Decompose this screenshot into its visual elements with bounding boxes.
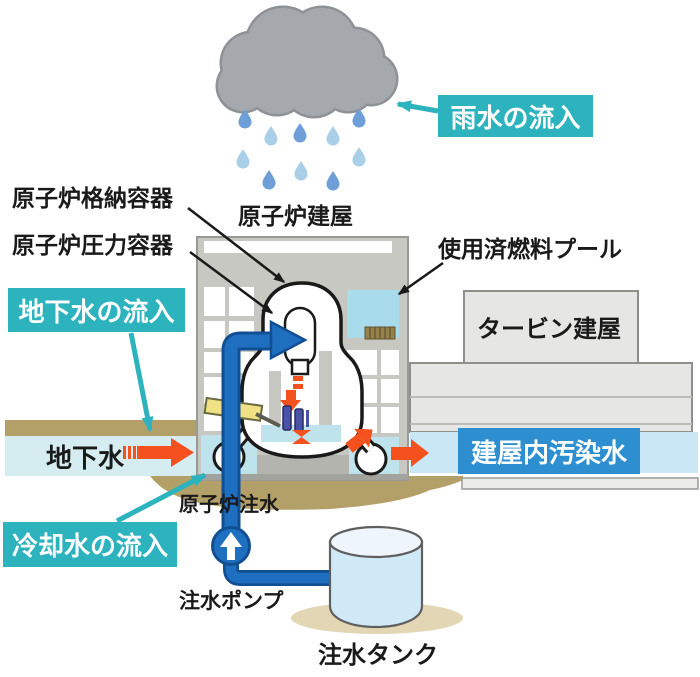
turbine-tower-block bbox=[463, 290, 639, 365]
pedestal-wall-left bbox=[269, 371, 281, 423]
leak-dash bbox=[293, 384, 303, 389]
tank-top bbox=[328, 525, 424, 559]
tank-body bbox=[328, 540, 424, 629]
soil-band bbox=[5, 420, 198, 436]
building-room bbox=[204, 321, 225, 348]
leak-to-torus-arrow bbox=[345, 428, 373, 453]
containment-label-line bbox=[187, 207, 286, 283]
raindrop-icon bbox=[264, 126, 278, 146]
rain-inflow-tag: 雨水の流入 bbox=[438, 95, 593, 137]
reactor-injection-label: 原子炉注水 bbox=[179, 492, 279, 516]
building-room bbox=[381, 379, 399, 403]
pump-up-arrow bbox=[220, 532, 242, 560]
raindrop-icon bbox=[236, 149, 250, 169]
groundwater-label: 地下水 bbox=[46, 444, 125, 474]
building-room bbox=[204, 352, 225, 373]
building-foundation bbox=[197, 474, 408, 480]
building-room bbox=[381, 350, 399, 375]
pressure-vessel-neck bbox=[290, 358, 310, 376]
building-room bbox=[204, 287, 225, 316]
turbine-foundation bbox=[461, 477, 699, 490]
turbine-floor-lines bbox=[410, 396, 692, 425]
crd-rod bbox=[306, 410, 309, 427]
injection-tank-label: 注水タンク bbox=[318, 641, 438, 669]
pressure-label-line bbox=[189, 250, 274, 315]
groundwater-inflow-tag: 地下水の流入 bbox=[8, 288, 185, 332]
fuel-rack-stripes bbox=[369, 327, 391, 339]
injection-arrowhead bbox=[269, 319, 308, 361]
injection-pipe bbox=[211, 319, 336, 586]
containment-vessel-label: 原子炉格納容器 bbox=[12, 186, 173, 212]
raindrop-icon bbox=[238, 109, 252, 129]
rain-cloud-icon bbox=[215, 5, 399, 119]
contaminated-water-tag: 建屋内汚染水 bbox=[458, 428, 640, 474]
pipe-fill bbox=[224, 334, 272, 529]
leak-out-arrow bbox=[391, 439, 429, 467]
raindrops bbox=[236, 108, 366, 191]
crd-icon bbox=[294, 408, 304, 432]
spent-fuel-pool-label: 使用済燃料プール bbox=[438, 237, 622, 263]
crd-icon bbox=[282, 405, 292, 431]
pipe-nozzle bbox=[255, 412, 281, 428]
rain-pointer-arrow bbox=[396, 100, 439, 114]
raindrop-icon bbox=[352, 147, 366, 167]
groundwater-pointer-arrow bbox=[128, 332, 154, 432]
raindrop-icon bbox=[293, 123, 307, 143]
pressure-vessel-label: 原子炉圧力容器 bbox=[12, 233, 173, 259]
building-room bbox=[204, 241, 392, 253]
pipe-fill-lower bbox=[225, 562, 336, 584]
raindrop-icon bbox=[326, 126, 340, 146]
cooling-pointer-arrow bbox=[115, 472, 207, 524]
groundwater-flow-arrow bbox=[123, 438, 194, 467]
injection-pump-label: 注水ポンプ bbox=[179, 589, 284, 613]
bowtie-valve-icon bbox=[292, 430, 311, 444]
reactor-building-label: 原子炉建屋 bbox=[238, 204, 353, 230]
building-room bbox=[381, 407, 399, 433]
raindrop-icon bbox=[262, 170, 276, 190]
cooling-inflow-tag: 冷却水の流入 bbox=[3, 522, 177, 567]
injection-tank bbox=[291, 525, 463, 634]
raindrop-icon bbox=[326, 171, 340, 191]
fuel-pool-label-line bbox=[397, 261, 444, 296]
pedestal-wall-right bbox=[319, 351, 332, 433]
building-room bbox=[204, 377, 225, 403]
turbine-building-label: タービン建屋 bbox=[477, 315, 621, 343]
raindrop-icon bbox=[352, 108, 366, 128]
raindrop-icon bbox=[294, 161, 308, 181]
leak-dash bbox=[293, 376, 303, 381]
